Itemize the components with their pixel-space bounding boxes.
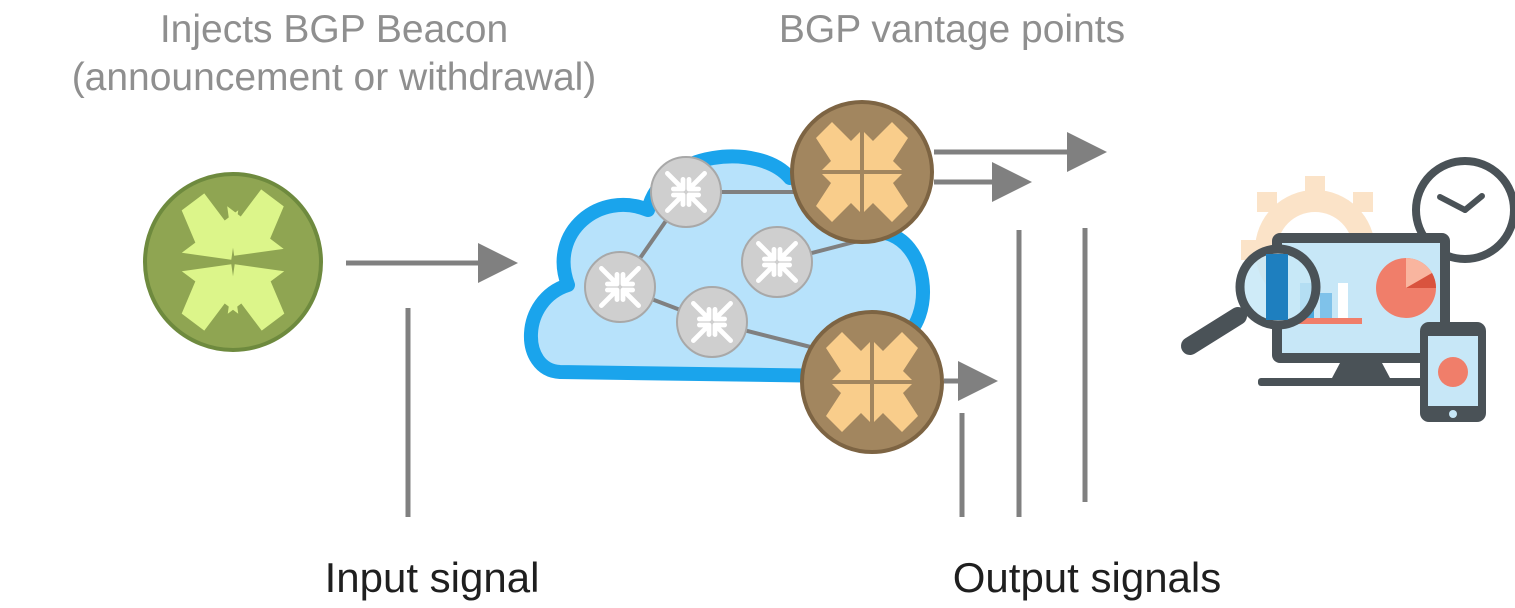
monitoring-dashboard-icon	[1181, 157, 1515, 422]
input-signal-label: Input signal	[324, 554, 540, 601]
magnifier-icon	[1181, 244, 1321, 355]
vantage-router-icon	[790, 100, 934, 244]
beacon-router-icon	[143, 172, 323, 352]
output-arrows	[934, 132, 1107, 401]
inject-beacon-label: Injects BGP Beacon (announcement or with…	[0, 6, 668, 101]
vantage-router-icon	[800, 310, 944, 454]
inject-beacon-text: Injects BGP Beacon (announcement or with…	[71, 8, 597, 99]
smartphone-icon	[1420, 322, 1486, 422]
internal-router-icon	[584, 251, 656, 323]
output-signals-label: Output signals	[952, 554, 1222, 601]
internal-router-icon	[741, 226, 813, 298]
vantage-points-label: BGP vantage points	[778, 8, 1126, 51]
internal-router-icon	[650, 156, 722, 228]
output-signal-pointers	[959, 228, 1088, 517]
internal-router-icon	[676, 286, 748, 358]
